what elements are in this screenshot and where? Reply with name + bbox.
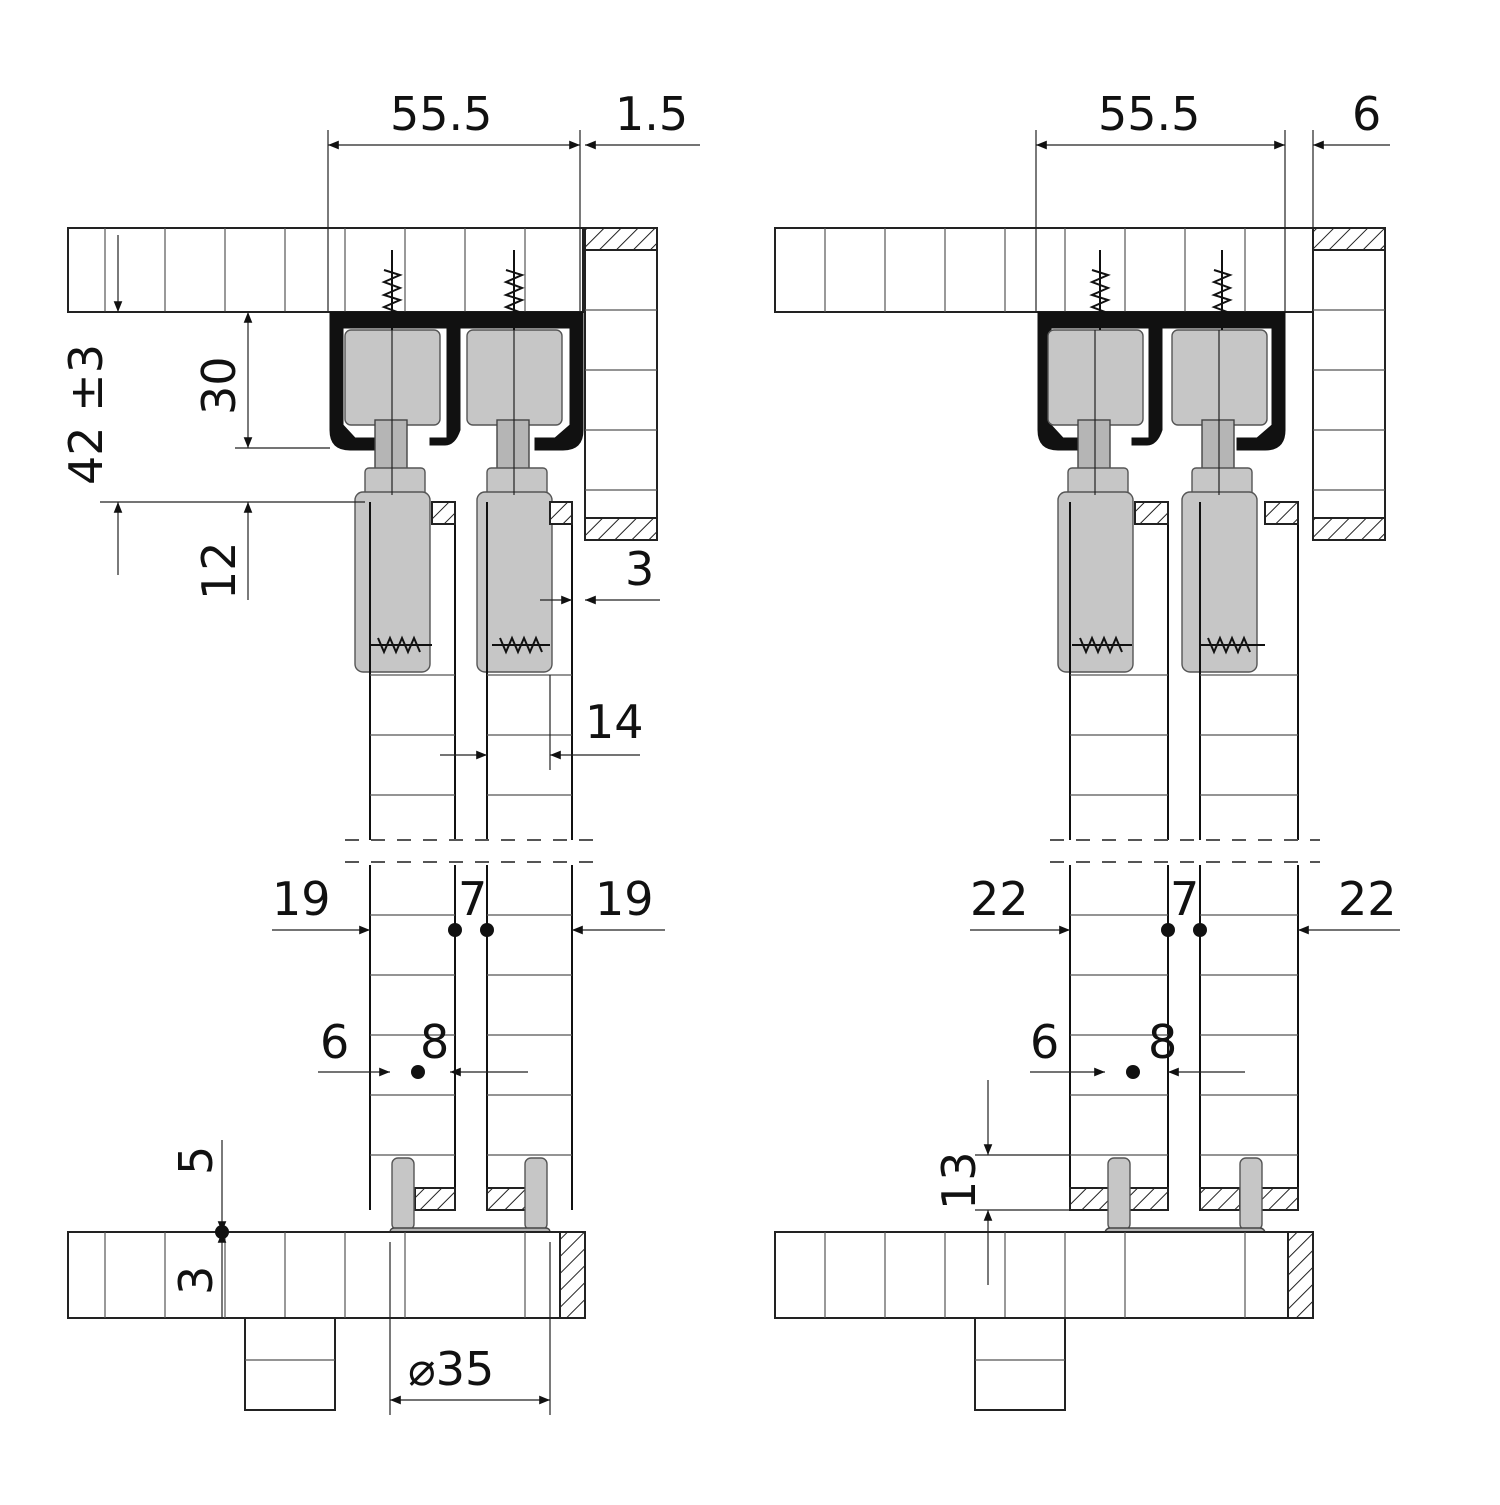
door-screw-left-1: [370, 635, 432, 655]
right-view: 55.5 6 22 7 22 6 8 13: [774, 87, 1400, 1411]
dim-top-span-right: 55.5: [1098, 87, 1200, 141]
dim-bore-diameter-left: ⌀35: [408, 1342, 494, 1396]
door-screw-left-2: [492, 635, 550, 655]
dim-clearance-left: 12: [192, 541, 246, 600]
screw-top-left-1: [381, 250, 403, 330]
screw-top-right-2: [1211, 250, 1233, 330]
side-panel-left: [584, 227, 658, 541]
top-board-right: [774, 227, 1314, 313]
track-profile-left: [329, 311, 584, 451]
dim-guide-center-left: 8: [420, 1015, 449, 1069]
dim-top-offset-left: 1.5: [615, 87, 688, 141]
dim-side-gap-left: 3: [625, 542, 654, 596]
screw-top-left-2: [503, 250, 525, 330]
dim-guide-height-right: 13: [932, 1151, 986, 1210]
dim-panel-thickness-left: 14: [585, 695, 644, 749]
dim-guide-left-right: 6: [1030, 1015, 1059, 1069]
bottom-board-right: [774, 1231, 1289, 1319]
left-view: 55.5 1.5 42 ±3 30 12 3 14 19 7 19 6 8 5 …: [59, 87, 700, 1415]
dim-floor-offset-left: 3: [169, 1266, 223, 1295]
top-board-left: [67, 227, 584, 313]
carriage-right-1: [1047, 329, 1144, 673]
dim-center-gap-right: 7: [1170, 872, 1199, 926]
dim-lines-left: [100, 130, 700, 1415]
side-panel-right: [1312, 227, 1386, 541]
door-screw-right-2: [1200, 635, 1265, 655]
side-panel-hatch-bottom-left: [584, 517, 658, 541]
dim-guide-height-left: 5: [169, 1146, 223, 1175]
dim-top-offset-right: 6: [1352, 87, 1381, 141]
side-panel-hatch-top-left: [584, 227, 658, 251]
dim-guide-center-right: 8: [1148, 1015, 1177, 1069]
door-right-front: [1069, 501, 1169, 1211]
dim-right-inset-right: 22: [1338, 872, 1397, 926]
dim-guide-left-left: 6: [320, 1015, 349, 1069]
door-left-front: [369, 501, 456, 1211]
bottom-board-hatch-left: [559, 1231, 586, 1319]
carriage-left-1: [344, 329, 441, 673]
dim-center-gap-left: 7: [458, 872, 487, 926]
support-block-left: [244, 1317, 336, 1411]
dim-lines-right: [970, 130, 1400, 1285]
dim-top-span-left: 55.5: [390, 87, 492, 141]
dim-height-total-left: 42 ±3: [59, 344, 113, 485]
door-right-back: [1199, 501, 1299, 1211]
dim-profile-height-left: 30: [192, 356, 246, 415]
bottom-board-left: [67, 1231, 561, 1319]
carriage-right-2: [1171, 329, 1268, 673]
dim-right-inset-left: 19: [595, 872, 654, 926]
track-profile-right: [1037, 311, 1286, 451]
dim-dots-right: [1126, 923, 1207, 1079]
door-screw-right-1: [1072, 635, 1132, 655]
carriage-left-2: [466, 329, 563, 673]
dim-left-inset-right: 22: [970, 872, 1029, 926]
top-board-grid-left: [104, 228, 526, 312]
dim-left-inset-left: 19: [272, 872, 331, 926]
door-left-back: [486, 501, 573, 1211]
dim-dots-left: [215, 923, 494, 1239]
screw-top-right-1: [1089, 250, 1111, 330]
support-block-right: [974, 1317, 1066, 1411]
